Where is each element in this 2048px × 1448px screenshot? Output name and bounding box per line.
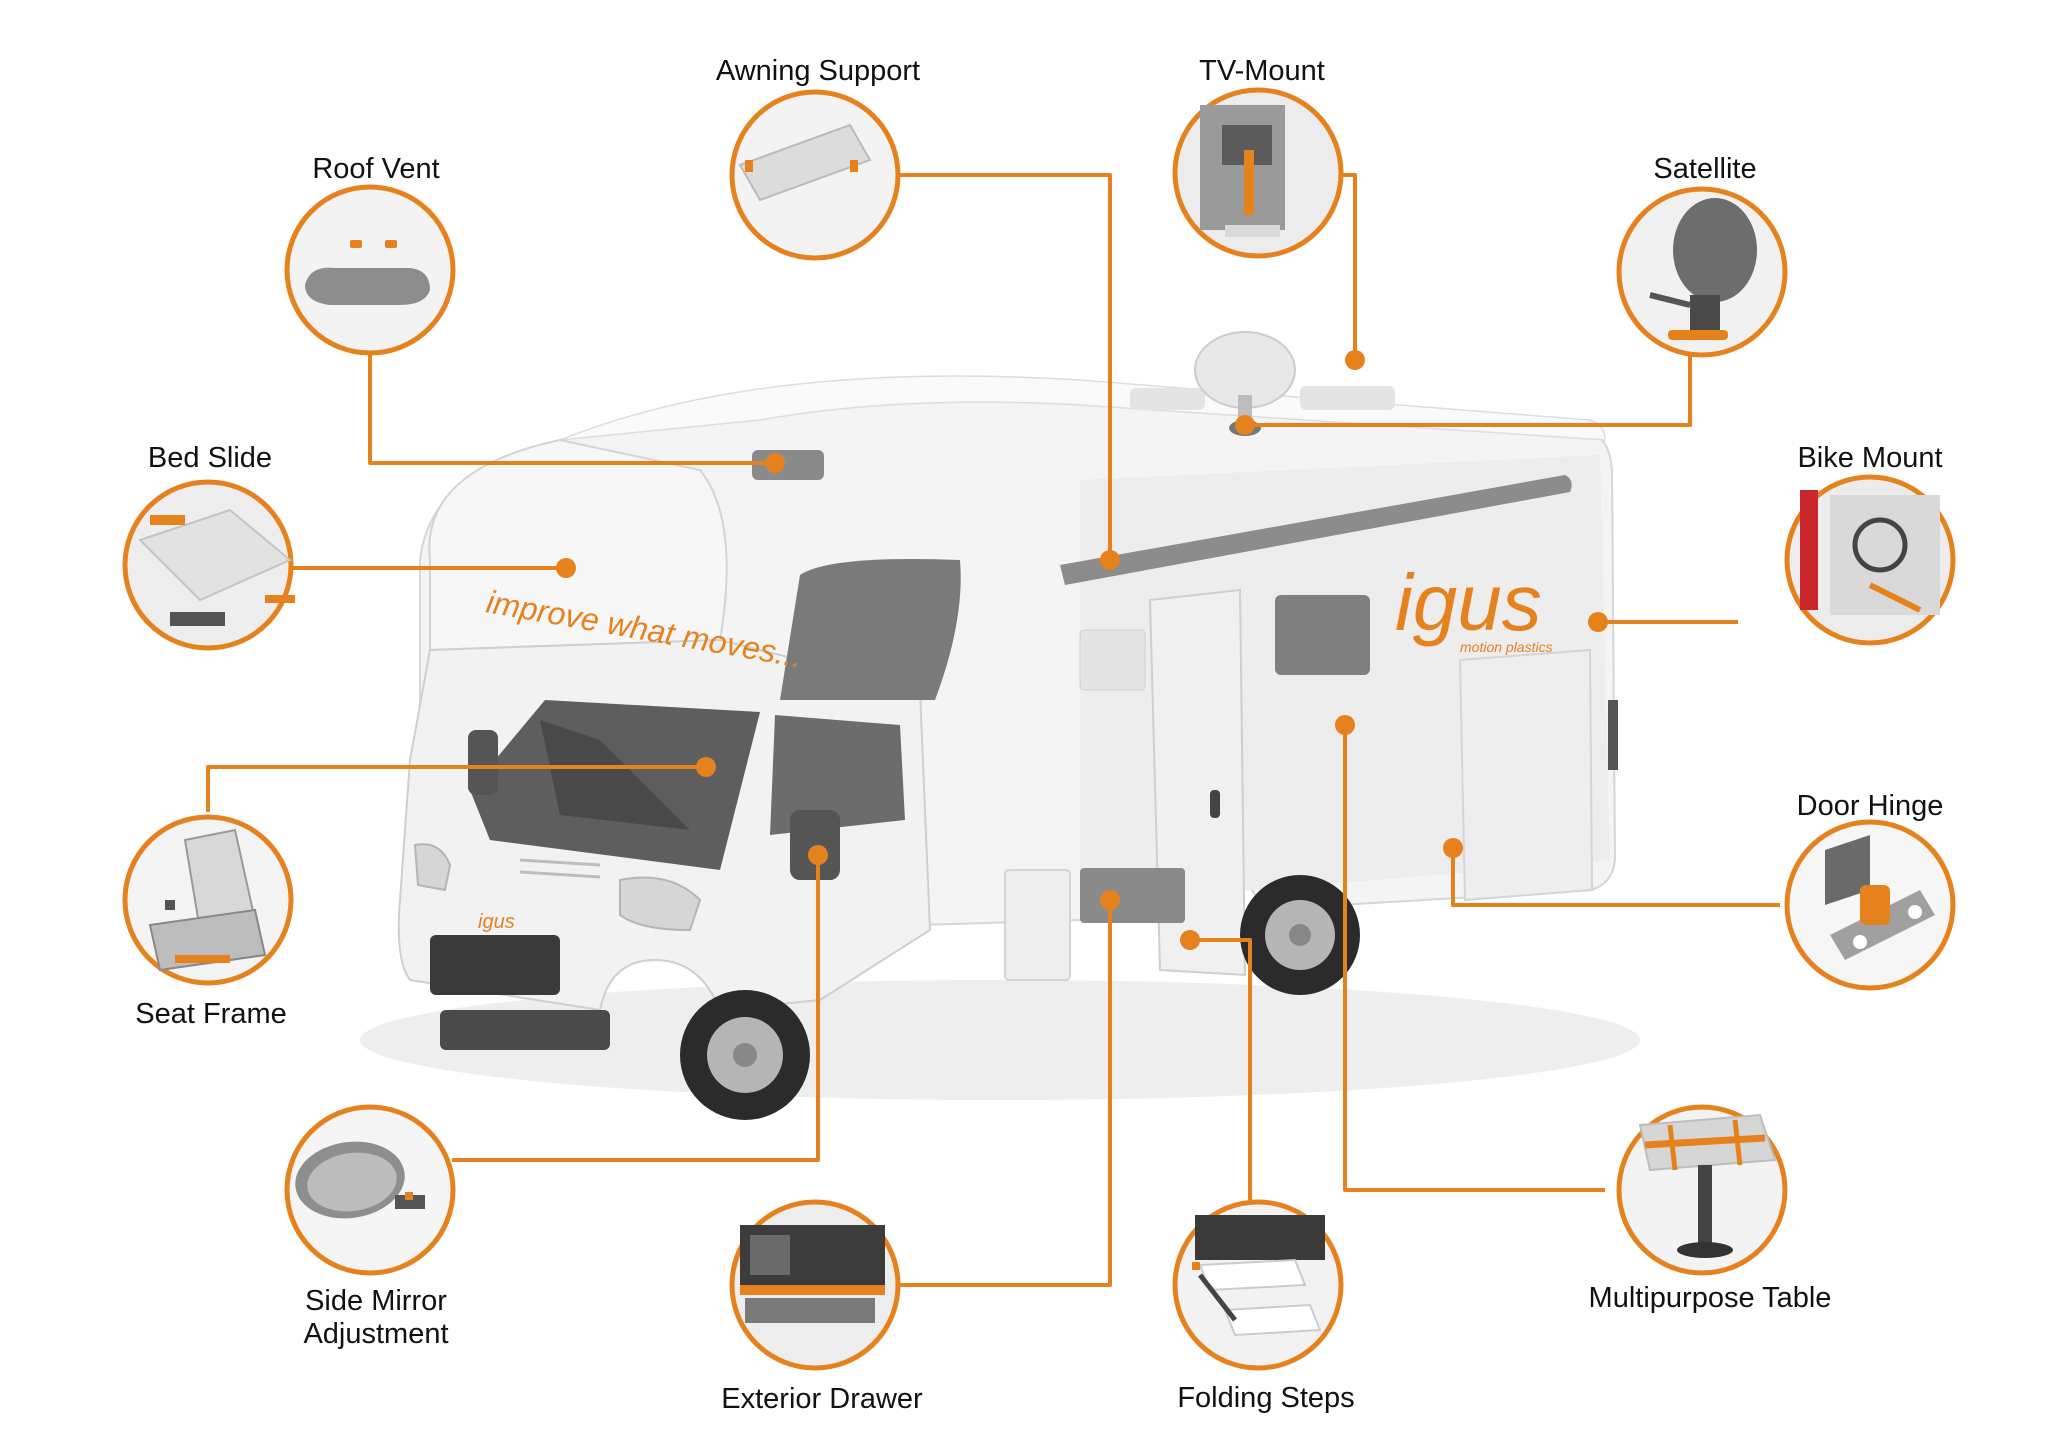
side-logo-tagline: motion plastics xyxy=(1460,639,1553,655)
label-folding-steps: Folding Steps xyxy=(1177,1382,1354,1414)
label-seat-frame: Seat Frame xyxy=(135,998,287,1030)
anchor-dot-bike xyxy=(1588,612,1608,632)
callout-bike-mount: Bike Mount xyxy=(1784,442,1956,646)
wheel xyxy=(680,990,810,1120)
label-door-hinge: Door Hinge xyxy=(1797,790,1944,822)
callout-exterior-drawer: Exterior Drawer xyxy=(721,1199,923,1415)
wheel xyxy=(1240,875,1360,995)
bike-mount-icon xyxy=(1800,490,1940,615)
anchor-dots xyxy=(556,350,1608,950)
awning-support-icon xyxy=(738,123,872,202)
label-exterior-drawer: Exterior Drawer xyxy=(721,1383,923,1415)
anchor-dot-roof-vent xyxy=(765,453,785,473)
seat-frame-icon xyxy=(148,828,267,972)
satellite-dish-icon xyxy=(1649,198,1757,340)
callout-seat-frame: Seat Frame xyxy=(122,814,294,1030)
callout-satellite: Satellite xyxy=(1616,153,1788,358)
callout-door-hinge: Door Hinge xyxy=(1784,790,1956,991)
bed-slide-icon xyxy=(138,508,295,626)
callout-side-mirror: Side Mirror Adjustment xyxy=(284,1104,456,1350)
roof-vent-icon xyxy=(305,240,430,305)
anchor-dot-drawer xyxy=(1100,890,1120,910)
motorhome-illustration: igus improve what moves... igus motion p… xyxy=(360,331,1640,1120)
side-mirror-icon xyxy=(295,1141,425,1219)
side-logo: igus xyxy=(1395,558,1542,647)
label-multipurpose-table: Multipurpose Table xyxy=(1589,1282,1832,1314)
anchor-dot-awning xyxy=(1100,550,1120,570)
callout-bed-slide: Bed Slide xyxy=(122,442,295,651)
label-bed-slide: Bed Slide xyxy=(148,442,272,474)
anchor-dot-satellite xyxy=(1235,415,1255,435)
door-hinge-icon xyxy=(1825,835,1935,960)
label-roof-vent: Roof Vent xyxy=(312,153,439,185)
label-side-mirror-line-2: Adjustment xyxy=(303,1318,448,1350)
anchor-dot-table xyxy=(1335,715,1355,735)
folding-steps-icon xyxy=(1192,1215,1325,1337)
callout-folding-steps: Folding Steps xyxy=(1172,1199,1355,1414)
multipurpose-table-icon xyxy=(1638,1113,1777,1258)
label-awning-support: Awning Support xyxy=(716,55,920,87)
callout-connectors xyxy=(206,173,1780,1287)
label-side-mirror-line-1: Side Mirror xyxy=(305,1285,447,1317)
label-tv-mount: TV-Mount xyxy=(1199,55,1325,87)
anchor-dot-mirror xyxy=(808,845,828,865)
label-satellite: Satellite xyxy=(1653,153,1756,185)
anchor-dot-bed xyxy=(556,558,576,578)
grille-logo: igus xyxy=(478,911,515,933)
anchor-dot-hinge xyxy=(1443,838,1463,858)
callout-tv-mount: TV-Mount xyxy=(1172,55,1344,259)
exterior-drawer-icon xyxy=(740,1225,885,1323)
anchor-dot-tv xyxy=(1345,350,1365,370)
anchor-dot-seat xyxy=(696,757,716,777)
tv-mount-icon xyxy=(1200,105,1285,237)
callout-awning-support: Awning Support xyxy=(716,55,920,261)
label-bike-mount: Bike Mount xyxy=(1797,442,1942,474)
anchor-dot-steps xyxy=(1180,930,1200,950)
callout-roof-vent: Roof Vent xyxy=(284,153,456,356)
callout-multipurpose-table: Multipurpose Table xyxy=(1589,1104,1832,1314)
